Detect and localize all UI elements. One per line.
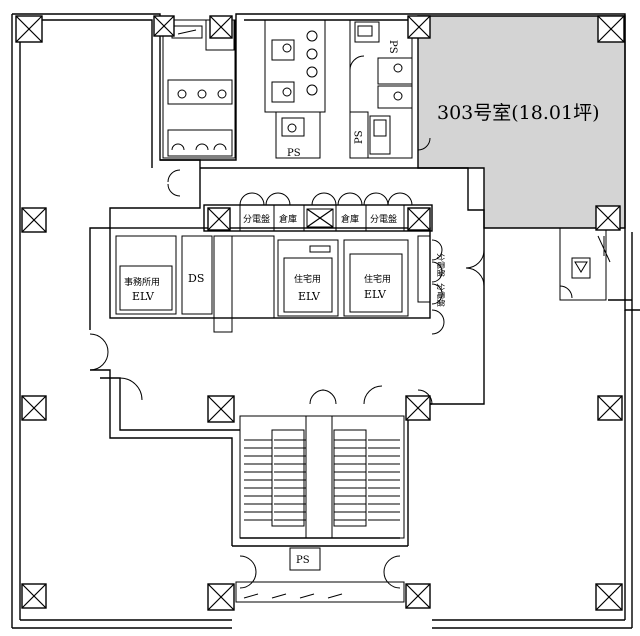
panel-label: 分電盤 [436,253,446,277]
residential-elevator-label: 住宅用 [294,273,321,285]
column-marker [407,15,431,39]
panel-label: 分電盤 [370,213,397,225]
unit-303-label[interactable]: 303号室(18.01坪) [437,102,599,124]
ps-label: PS [354,130,365,144]
column-marker [21,207,47,233]
panel-label: 分電盤 [436,283,446,307]
panel-label: 分電盤 [243,213,270,225]
storage-label: 倉庫 [341,213,359,225]
office-elevator-label: ELV [132,290,155,303]
storage-label: 倉庫 [279,213,297,225]
column-marker [405,583,431,609]
column-marker [15,15,43,43]
core-doors [89,169,485,589]
stairs [239,415,405,539]
column-marker [207,207,231,231]
structural-columns [15,15,625,611]
residential-elevator-label: ELV [364,288,387,301]
office-elevator-label: 事務所用 [124,276,160,288]
column-marker [21,395,47,421]
column-marker [597,15,625,43]
bottom-area: PS [235,547,405,603]
storage-row: 分電盤 倉庫 倉庫 分電盤 [239,205,405,231]
ps-label: PS [296,555,310,566]
ps-label: PS [287,148,301,159]
right-service-rooms [559,227,611,301]
column-marker [153,15,175,37]
column-marker [595,583,623,611]
column-marker [207,583,235,611]
column-marker [595,205,621,231]
column-marker [407,207,431,231]
elevator-bank: 事務所用 ELV DS 住宅用 ELV 住宅用 ELV 分電盤 分電盤 [115,235,446,333]
column-marker [207,395,235,423]
ps-label: PS [387,40,398,54]
restroom-block: PS PS PS [162,19,431,159]
column-marker [21,583,47,609]
residential-elevator-label: 住宅用 [364,273,391,285]
column-marker [209,15,233,39]
column-marker [597,395,623,421]
ds-label: DS [188,272,204,285]
residential-elevator-label: ELV [298,290,321,303]
column-marker [405,395,431,421]
